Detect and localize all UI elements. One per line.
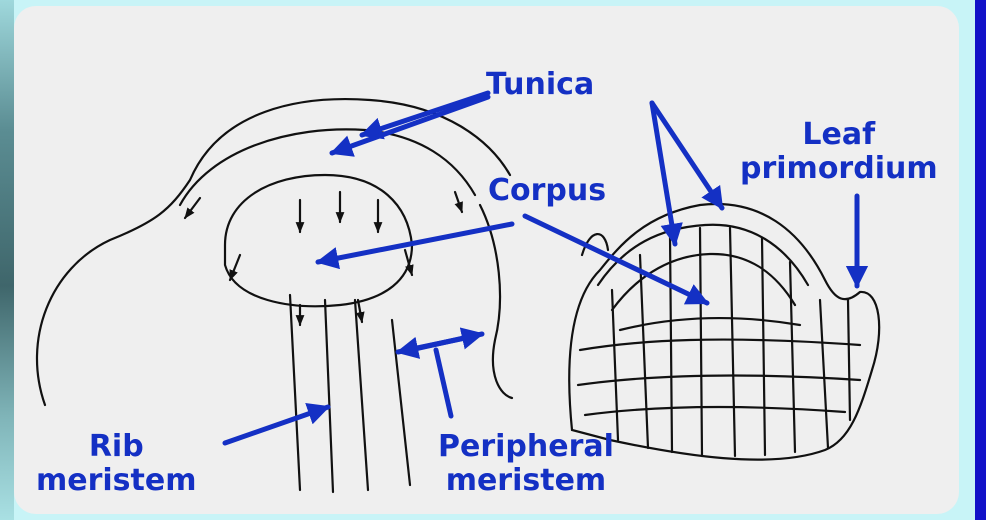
rib-meristem-arrow <box>225 407 328 443</box>
growth-arrow <box>185 198 200 218</box>
growth-arrow <box>455 192 462 212</box>
growth-arrow <box>230 255 240 280</box>
cell-wall <box>640 255 648 448</box>
cell-wall <box>612 290 618 440</box>
cell-row <box>578 375 860 385</box>
right-flank-outline <box>480 205 512 398</box>
rib-label-line1: Rib <box>36 430 197 464</box>
cell-wall <box>790 262 795 452</box>
growth-arrow <box>358 300 362 322</box>
inner-tunica-layer <box>180 129 475 205</box>
leaf-label-line1: Leaf <box>740 118 938 152</box>
cellular-apex-sketch <box>569 204 879 460</box>
corpus-dome <box>225 175 412 306</box>
leaf-label-line2: primordium <box>740 152 938 186</box>
cell-wall <box>820 300 828 448</box>
rib-meristem-label: Rib meristem <box>36 430 197 498</box>
corpus-arrow <box>318 224 512 262</box>
cell-row <box>620 318 800 330</box>
corpus-label: Corpus <box>488 174 606 208</box>
tunica-arrow <box>362 93 488 135</box>
cell-row <box>585 407 845 415</box>
rib-line <box>392 320 410 485</box>
rib-label-line2: meristem <box>36 464 197 498</box>
cell-wall <box>848 300 850 420</box>
cell-wall <box>730 228 735 456</box>
apex-outline <box>569 204 879 460</box>
tunica-label: Tunica <box>486 68 594 102</box>
peripheral-label-line1: Peripheral <box>438 430 614 464</box>
rib-line <box>325 300 333 492</box>
peripheral-label-line2: meristem <box>438 464 614 498</box>
leaf-primordium-label: Leaf primordium <box>740 118 938 186</box>
rib-line <box>355 300 368 490</box>
cell-wall <box>670 235 672 452</box>
peripheral-pointer <box>436 350 451 416</box>
rib-line <box>290 295 300 490</box>
cell-wall <box>700 228 702 456</box>
cell-row <box>580 340 860 350</box>
peripheral-meristem-label: Peripheral meristem <box>438 430 614 498</box>
